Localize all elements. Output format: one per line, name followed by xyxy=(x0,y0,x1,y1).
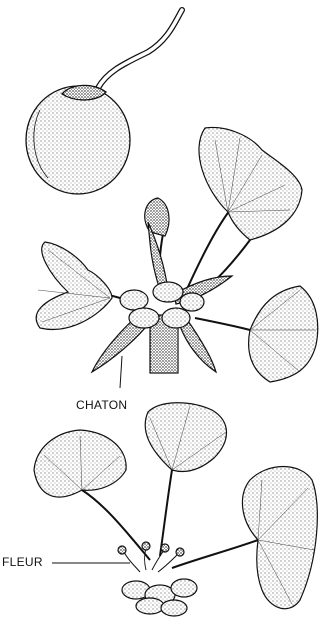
flower-leaf-right xyxy=(242,467,317,609)
fruit-body xyxy=(26,86,130,194)
flower-shoot xyxy=(34,403,317,616)
leaf-lower-right xyxy=(249,286,318,382)
leaf-left xyxy=(36,242,112,329)
flower-ovules xyxy=(118,542,184,556)
ginkgo-fruit xyxy=(26,10,182,194)
fruit-stem xyxy=(98,10,182,88)
chaton-label: CHATON xyxy=(76,398,127,412)
fleur-label: FLEUR xyxy=(2,555,43,569)
flower-stalks xyxy=(124,548,178,572)
flower-leaf-middle xyxy=(145,403,226,472)
flower-basal-scales xyxy=(122,579,197,616)
leaf-upper-right xyxy=(199,127,302,240)
chaton-leader-line xyxy=(120,356,122,388)
